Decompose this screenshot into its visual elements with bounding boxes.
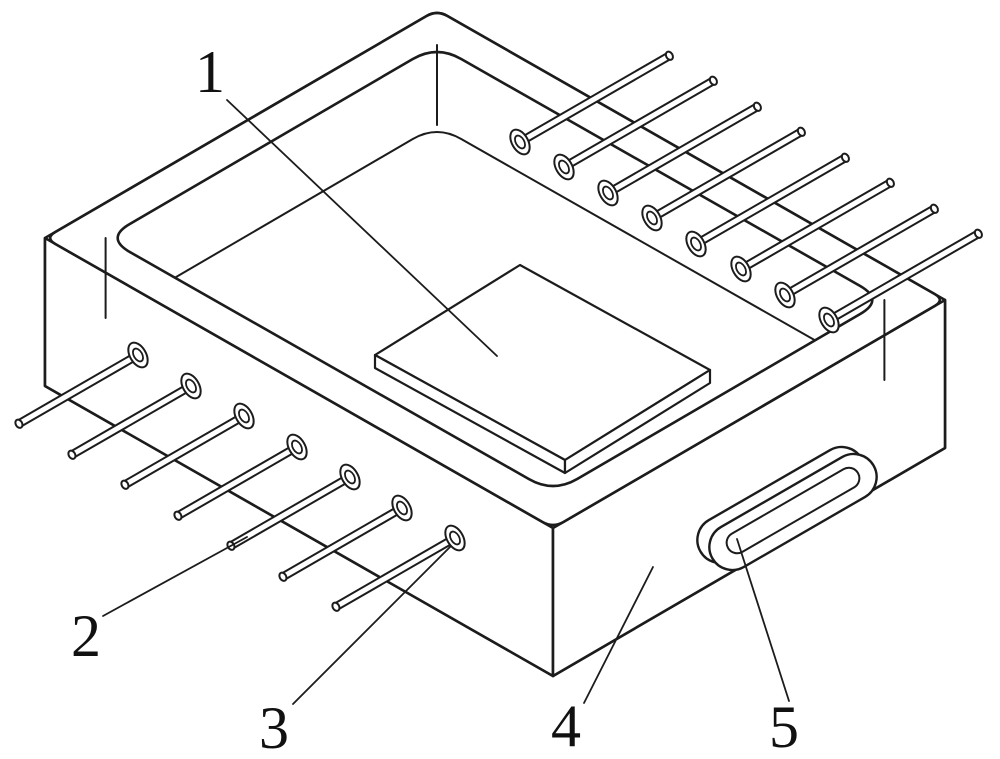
leader-line-5 (736, 538, 790, 702)
cavity-corner-edges (104, 44, 886, 381)
reference-labels: 1 2 3 4 5 (71, 39, 799, 759)
reference-label-4: 4 (551, 693, 581, 759)
leader-line-3 (292, 546, 451, 705)
rim-band (48, 11, 942, 527)
leader-lines (102, 99, 790, 705)
reference-label-2: 2 (71, 603, 101, 669)
reference-label-1: 1 (195, 39, 225, 105)
enclosure-body (43, 11, 947, 678)
reference-label-3: 3 (259, 695, 289, 759)
leader-line-1 (226, 99, 498, 357)
connector-port (696, 445, 878, 572)
leader-line-4 (583, 566, 654, 704)
reference-label-5: 5 (769, 694, 799, 759)
leader-line-2 (102, 536, 248, 617)
chip-block (373, 263, 712, 475)
